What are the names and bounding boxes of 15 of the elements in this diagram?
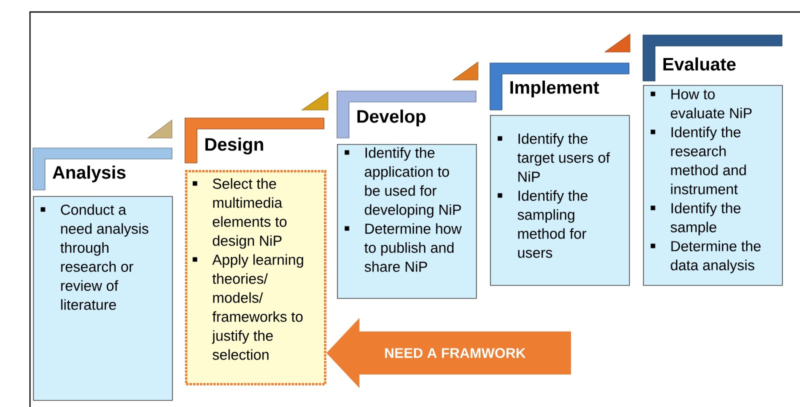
- node-label: Determine the data analysis: [670, 240, 761, 274]
- content-box: Select the multimedia elements to design NiP Apply learning theories/ models/ frameworks to justify the selection: [185, 170, 326, 386]
- edge-label: NEED A FRAMWORK: [385, 348, 526, 358]
- node-label: Identify the sample: [670, 202, 740, 236]
- phase-heading: Analysis: [52, 166, 126, 182]
- content-box: Identify the target users of NiP Identify the sampling method for users: [490, 115, 630, 286]
- phase-heading: Design: [205, 138, 264, 154]
- node-label: How to evaluate NiP: [670, 89, 752, 118]
- phase-heading: Implement: [510, 80, 599, 98]
- content-box: Identify the application to be used for developing NiP Determine how to publish and share NiP: [337, 144, 477, 299]
- content-box: Conduct a need analysis through research or review of literature: [33, 196, 173, 401]
- phase-heading: Develop: [357, 110, 426, 126]
- node-label: Identify the research method and instrument: [671, 126, 746, 194]
- content-box: How to evaluate NiP Identify the research method and instrument Identify the sample Determine the data analysis: [643, 85, 783, 286]
- phase-heading: Evaluate: [663, 57, 736, 71]
